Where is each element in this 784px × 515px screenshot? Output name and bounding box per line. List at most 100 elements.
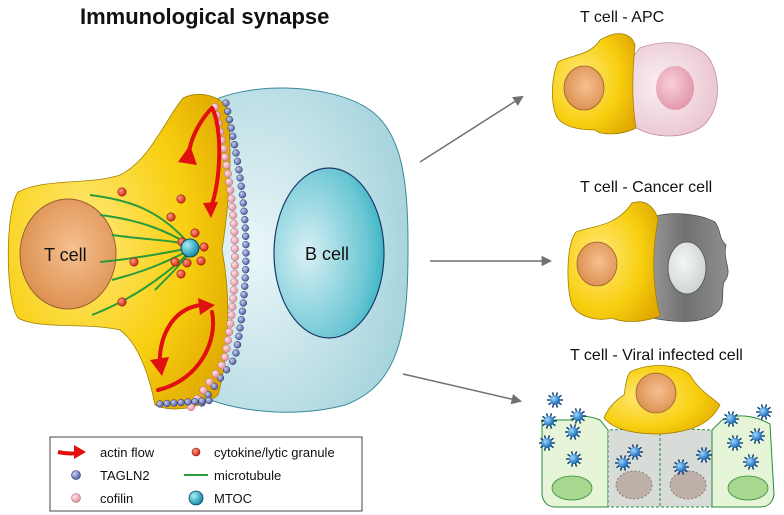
- cofilin-bead: [205, 377, 214, 387]
- tagln2-bead: [224, 107, 232, 115]
- virus-icon: [756, 404, 772, 420]
- viral-t-nucleus: [635, 372, 677, 414]
- virus-icon: [615, 455, 631, 471]
- tagln2-bead: [210, 382, 219, 390]
- arrow-to-viral: [402, 373, 523, 405]
- legend-granule: cytokine/lytic granule: [214, 445, 335, 460]
- cofilin-bead: [226, 319, 235, 328]
- cofilin-bead: [230, 277, 239, 287]
- virus-body: [726, 414, 736, 424]
- tagln2-bead: [241, 282, 249, 290]
- tagln2-bead: [163, 399, 171, 408]
- legend: actin flow TAGLN2 cofilin cytokine/lytic…: [57, 445, 335, 506]
- tagln2-bead: [233, 341, 242, 349]
- red-dot-icon: [191, 447, 201, 457]
- apc-t-nucleus: [563, 65, 605, 111]
- virus-body: [550, 395, 560, 405]
- pink-dot-icon: [71, 493, 81, 503]
- tagln2-bead: [170, 399, 178, 407]
- virus-icon: [539, 435, 555, 451]
- teal-circle-icon: [188, 490, 204, 506]
- legend-tagln2: TAGLN2: [100, 468, 150, 483]
- virus-body: [568, 427, 578, 437]
- cofilin-bead: [230, 261, 239, 270]
- legend-actin-flow: actin flow: [100, 445, 155, 460]
- cofilin-bead: [230, 244, 239, 253]
- virus-icon: [696, 447, 712, 463]
- tagln2-bead: [238, 307, 247, 315]
- tagln2-bead: [191, 397, 199, 406]
- cofilin-bead: [227, 194, 236, 203]
- virus-icon: [566, 451, 582, 467]
- legend-microtubule: microtubule: [214, 468, 281, 483]
- virus-body: [730, 438, 740, 448]
- cofilin-bead: [230, 269, 239, 278]
- t-cell: [7, 94, 231, 410]
- tagln2-bead: [242, 249, 250, 257]
- virus-icon: [749, 428, 765, 444]
- tagln2-bead: [236, 324, 244, 332]
- virus-icon: [723, 411, 739, 427]
- virus-icon: [673, 459, 689, 475]
- t-cell-label: T cell: [44, 245, 87, 265]
- virus-icon: [565, 424, 581, 440]
- virus-body: [573, 411, 583, 421]
- cofilin-bead: [211, 369, 220, 378]
- actin-arrowheads: [150, 145, 218, 376]
- tagln2-bead: [242, 232, 250, 240]
- tagln2-bead: [216, 374, 225, 382]
- tagln2-bead: [239, 199, 247, 207]
- tagln2-bead: [240, 207, 248, 215]
- virus-icon: [627, 444, 643, 460]
- virus-particles: [539, 392, 772, 475]
- virus-icon: [570, 408, 586, 424]
- apc-nucleus: [656, 66, 694, 110]
- tagln2-bead: [236, 174, 244, 182]
- b-cell-label: B cell: [305, 244, 349, 264]
- diagram-title: Immunological synapse: [80, 4, 329, 29]
- blue-dot-icon: [71, 470, 81, 480]
- panel-viral-title: T cell - Viral infected cell: [570, 347, 743, 364]
- virus-body: [630, 447, 640, 457]
- tagln2-bead: [240, 291, 248, 299]
- tagln2-bead: [241, 216, 249, 224]
- tagln2-bead: [237, 316, 245, 324]
- virus-body: [699, 450, 709, 460]
- tagln2-bead: [237, 182, 245, 190]
- tagln2-bead: [241, 224, 249, 232]
- tagln2-bead: [156, 400, 164, 408]
- cofilin-bead: [230, 236, 239, 245]
- tagln2-bead: [198, 397, 206, 405]
- virus-icon: [547, 392, 563, 408]
- virus-body: [542, 438, 552, 448]
- virus-icon: [743, 454, 759, 470]
- tagln2-bead: [235, 166, 243, 174]
- cofilin-bead: [223, 336, 232, 345]
- virus-body: [569, 454, 579, 464]
- cofilin-bead: [222, 161, 231, 170]
- virus-icon: [541, 413, 557, 429]
- legend-cofilin: cofilin: [100, 491, 133, 506]
- cofilin-bead: [229, 286, 238, 295]
- cofilin-bead: [228, 302, 237, 312]
- cancer-t-nucleus: [576, 241, 618, 287]
- cofilin-bead: [199, 386, 208, 395]
- cofilin-bead: [225, 327, 234, 337]
- cofilin-bead: [230, 252, 240, 262]
- cofilin-bead: [226, 186, 235, 195]
- cancer-nucleus: [667, 241, 707, 295]
- virus-body: [544, 416, 554, 426]
- virus-body: [752, 431, 762, 441]
- tagln2-bead: [242, 241, 250, 249]
- tagln2-bead: [232, 349, 240, 357]
- panel-cancer-title: T cell - Cancer cell: [580, 179, 712, 196]
- tagln2-bead: [232, 149, 240, 157]
- tagln2-bead: [238, 191, 247, 199]
- cofilin-bead: [228, 202, 237, 212]
- virus-icon: [727, 435, 743, 451]
- tagln2-bead: [242, 266, 250, 274]
- tagln2-bead: [177, 398, 185, 407]
- cofilin-bead: [225, 177, 234, 187]
- tagln2-bead: [225, 116, 234, 124]
- tagln2-bead: [239, 299, 247, 307]
